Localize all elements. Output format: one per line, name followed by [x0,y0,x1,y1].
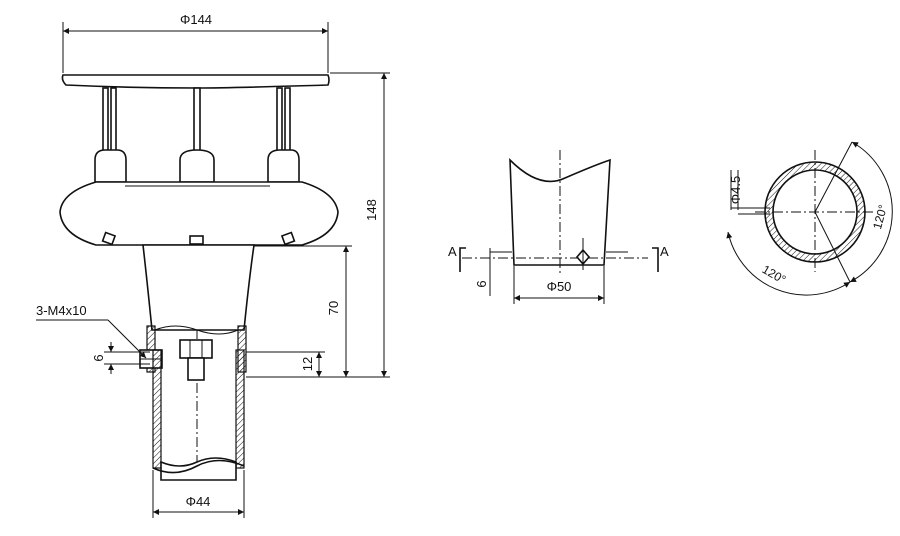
label-screw-spec: 3-M4x10 [36,303,87,318]
top-disc [61,74,330,89]
support-rods [102,87,291,193]
angle-label-a: 120° [870,203,890,231]
mount-flange [146,325,247,373]
angle-arc-b [726,231,851,296]
end-view: 120° 120° Φ4.5 [726,141,893,296]
stem [142,244,255,331]
body-housing [59,181,339,246]
section-mark-left [459,247,466,272]
section-mark-right [652,247,659,272]
dim-hole-diameter: Φ4.5 [728,176,743,204]
dim-overall-height: 148 [364,199,379,221]
transducer-bulbs [94,149,300,198]
section-label-left: A [448,244,457,259]
dim-section-offset: 6 [474,280,489,287]
section-view: A A 6 Φ50 [448,150,669,304]
pipe [152,349,245,481]
dim-pipe-diameter: Φ44 [186,494,211,509]
dim-section-diameter: Φ50 [547,279,572,294]
section-label-right: A [660,244,669,259]
main-side-view [59,74,339,481]
main-view-dimensions: Φ144 148 70 12 3-M4x10 6 Φ44 [36,12,390,518]
dim-top-diameter: Φ144 [180,12,212,27]
housing-tabs [101,231,296,246]
dim-screw-offset: 6 [91,354,106,361]
dim-mount-height: 12 [300,357,315,371]
angle-arc-a [849,141,893,283]
dim-stem-height: 70 [326,301,341,315]
